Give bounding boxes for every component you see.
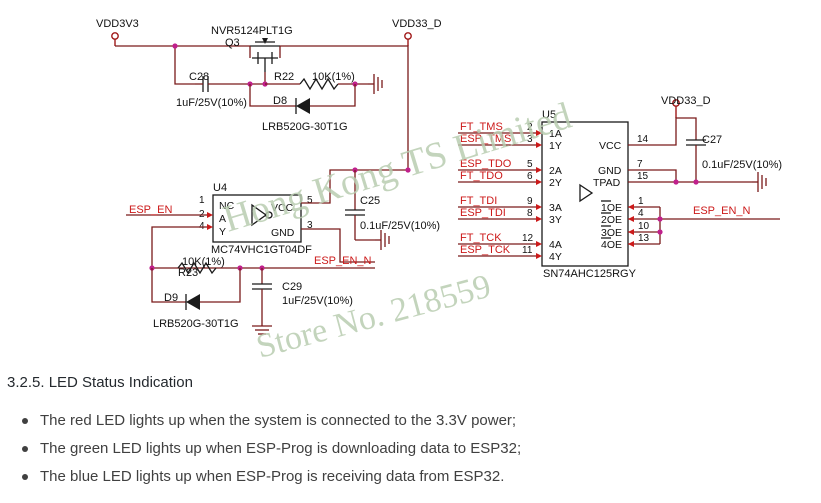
u5-pin-2y: 2Y xyxy=(549,177,562,189)
c25-value-label: 0.1uF/25V(10%) xyxy=(360,220,440,232)
u5-buffer: U5 SN74AHC125RGY 1A 1Y 2A 2Y 3A 3Y 4A 4Y… xyxy=(541,109,637,280)
ground-symbol-c29 xyxy=(252,325,272,335)
q3-part-label: NVR5124PLT1G xyxy=(211,25,293,37)
net-esp-tdo: ESP_TDO xyxy=(460,158,512,170)
u4-pin-gnd: GND xyxy=(271,227,295,239)
u5-pin-num-3: 3 xyxy=(527,134,533,145)
c29-value-label: 1uF/25V(10%) xyxy=(282,295,353,307)
u5-pin-num-10: 10 xyxy=(638,221,650,232)
r23-resistor: 10K(1%) R23 xyxy=(177,256,225,279)
u5-pin-num-14: 14 xyxy=(637,134,649,145)
d8-diode: D8 LRB520G-30T1G xyxy=(249,84,356,133)
net-esp-tdi: ESP_TDI xyxy=(460,207,506,219)
r22-resistor: R22 10K(1%) xyxy=(265,71,368,91)
net-ft-tck: FT_TCK xyxy=(460,232,502,244)
r23-ref-label: R23 xyxy=(178,267,198,279)
r22-value-label: 10K(1%) xyxy=(312,71,355,83)
esp-en-n-net-label-right: ESP_EN_N xyxy=(693,205,751,217)
u5-pin-1a: 1A xyxy=(549,128,562,140)
u4-pin-vcc: VCC xyxy=(271,202,294,214)
r23-value-label: 10K(1%) xyxy=(182,256,225,268)
u4-pin-y: Y xyxy=(219,226,226,238)
u5-pin-num-9: 9 xyxy=(527,196,533,207)
u4-pin-num-3: 3 xyxy=(307,220,313,231)
u5-pin-num-1: 1 xyxy=(638,196,644,207)
list-item-red-led: The red LED lights up when the system is… xyxy=(22,410,521,438)
u5-pin-3oe: 3OE xyxy=(601,227,622,239)
esp-en-net-label: ESP_EN xyxy=(129,204,172,216)
u5-pin-1oe: 1OE xyxy=(601,202,622,214)
d9-ref-label: D9 xyxy=(164,292,178,304)
net-ft-tms: FT_TMS xyxy=(460,121,503,133)
u4-part-label: MC74VHC1GT04DF xyxy=(211,244,312,256)
c27-ref-label: C27 xyxy=(702,134,722,146)
schematic-diagram: VDD3V3 VDD33_D NVR5124PLT1G Q3 C28 1uF/2… xyxy=(96,18,782,360)
u5-pin-num-6: 6 xyxy=(527,171,533,182)
u5-pin-2a: 2A xyxy=(549,165,562,177)
c27-value-label: 0.1uF/25V(10%) xyxy=(702,159,782,171)
u4-pin-nc: NC xyxy=(219,200,235,212)
c25-ref-label: C25 xyxy=(360,195,380,207)
u5-pin-1y: 1Y xyxy=(549,140,562,152)
u5-pin-4a: 4A xyxy=(549,239,562,251)
u5-right-nets: VDD33_D C27 0.1uF/25V(10%) 14 7 15 1 4 xyxy=(628,95,782,247)
c28-ref-label: C28 xyxy=(189,71,209,83)
u5-pin-tpad: TPAD xyxy=(593,177,621,189)
u5-pin-num-5: 5 xyxy=(527,159,533,170)
vdd3v3-power-flag: VDD3V3 xyxy=(96,18,139,46)
u5-pin-2oe: 2OE xyxy=(601,214,622,226)
u5-pin-4oe: 4OE xyxy=(601,239,622,251)
net-esp-tck: ESP_TCK xyxy=(460,244,511,256)
u5-left-nets: FT_TMS ESP_TMS ESP_TDO FT_TDO FT_TDI ESP… xyxy=(458,121,542,259)
vdd33-d-power-flag: VDD33_D xyxy=(392,18,442,46)
u4-pin-num-1: 1 xyxy=(199,195,205,206)
u5-pin-3a: 3A xyxy=(549,202,562,214)
vdd3v3-label: VDD3V3 xyxy=(96,18,139,30)
vdd33-d-label: VDD33_D xyxy=(392,18,442,30)
d9-part-label: LRB520G-30T1G xyxy=(153,318,239,330)
u5-pin-num-7: 7 xyxy=(637,159,643,170)
c28-value-label: 1uF/25V(10%) xyxy=(176,97,247,109)
net-ft-tdi: FT_TDI xyxy=(460,195,497,207)
u4-inverter: NC A Y VCC GND 1 2 4 5 3 U4 MC74VHC1GT04… xyxy=(199,182,313,256)
u5-pin-num-11: 11 xyxy=(522,245,533,256)
u5-pin-num-2: 2 xyxy=(527,122,533,133)
q3-mosfet: NVR5124PLT1G Q3 xyxy=(211,25,293,72)
list-item-blue-led: The blue LED lights up when ESP-Prog is … xyxy=(22,466,521,494)
d8-part-label: LRB520G-30T1G xyxy=(262,121,348,133)
c29-capacitor: C29 1uF/25V(10%) xyxy=(252,268,353,326)
r22-ref-label: R22 xyxy=(274,71,294,83)
u5-pin-num-12: 12 xyxy=(522,233,534,244)
d9-diode: D9 LRB520G-30T1G xyxy=(151,268,241,330)
u5-part-label: SN74AHC125RGY xyxy=(543,268,637,280)
net-ft-tdo: FT_TDO xyxy=(460,170,503,182)
c25-capacitor: C25 0.1uF/25V(10%) xyxy=(345,170,440,241)
c29-ref-label: C29 xyxy=(282,281,302,293)
ground-symbol-top xyxy=(368,74,383,94)
u4-pin-num-5: 5 xyxy=(307,195,313,206)
c28-capacitor: C28 1uF/25V(10%) xyxy=(176,71,265,109)
u5-pin-num-8: 8 xyxy=(527,208,533,219)
u5-pin-gnd: GND xyxy=(598,165,622,177)
u5-pin-num-4: 4 xyxy=(638,208,644,219)
u5-pin-4y: 4Y xyxy=(549,251,562,263)
u5-pin-vcc: VCC xyxy=(599,140,622,152)
u5-pin-num-15: 15 xyxy=(637,171,649,182)
q3-ref-label: Q3 xyxy=(225,37,240,49)
u5-pin-num-13: 13 xyxy=(638,233,650,244)
vdd33-d-u5-label: VDD33_D xyxy=(661,95,711,107)
led-status-list: The red LED lights up when the system is… xyxy=(22,410,521,494)
u4-ref-label: U4 xyxy=(213,182,227,194)
u5-ref-label: U5 xyxy=(542,109,556,121)
list-item-green-led: The green LED lights up when ESP-Prog is… xyxy=(22,438,521,466)
u5-pin-3y: 3Y xyxy=(549,214,562,226)
ground-symbol-c25 xyxy=(375,230,390,250)
net-esp-tms: ESP_TMS xyxy=(460,133,511,145)
section-heading: 3.2.5. LED Status Indication xyxy=(7,374,193,391)
d8-ref-label: D8 xyxy=(273,95,287,107)
documentation-section: 3.2.5. LED Status Indication The red LED… xyxy=(0,360,821,503)
u4-pin-a: A xyxy=(219,213,226,225)
esp-en-n-net-label-left: ESP_EN_N xyxy=(314,255,372,267)
